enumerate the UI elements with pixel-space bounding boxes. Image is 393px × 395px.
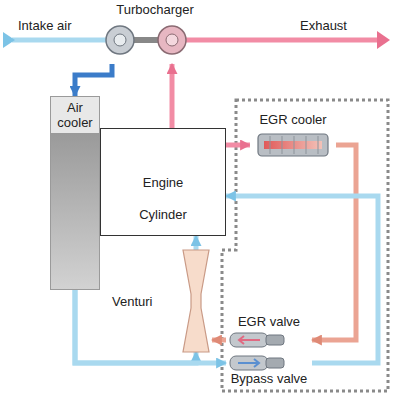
air-cooler: Air cooler: [50, 96, 100, 290]
bypass-valve-illustration: [226, 355, 312, 371]
intake-arrow: [3, 32, 15, 48]
node-label: EGR cooler: [250, 112, 336, 127]
egr-cooler: EGR cooler: [250, 112, 336, 162]
flow-connector: [226, 143, 250, 148]
egr-valve-illustration: [226, 332, 312, 348]
flow-connector: [75, 290, 196, 363]
turbine-wheel: [166, 34, 178, 46]
flow-direction-arrow: [239, 336, 260, 344]
valve-actuator: [266, 335, 284, 345]
egr-cooler-illustration: [250, 132, 336, 158]
cooler-fin: [270, 136, 271, 154]
cooler-fin: [318, 136, 319, 154]
cooler-core: [264, 141, 322, 149]
exhaust-label: Exhaust: [300, 18, 347, 33]
compressor-housing: [106, 26, 134, 54]
cooler-fin: [306, 136, 307, 154]
node-label: Engine: [101, 175, 225, 190]
valve-actuator: [266, 358, 284, 368]
egr-system-boundary: [222, 100, 388, 391]
flow-connector: [194, 236, 199, 250]
cooler-fin: [282, 136, 283, 154]
engine-block: EngineCylinder: [100, 128, 226, 236]
node-label: Turbocharger: [95, 2, 215, 17]
valve-body: [230, 356, 268, 370]
turbocharger: Turbocharger: [95, 2, 215, 64]
flow-direction-arrow: [238, 359, 259, 367]
valve-body: [230, 333, 268, 347]
compressor-wheel: [114, 34, 126, 46]
node-label: Cylinder: [101, 207, 225, 222]
intake-label: Intake air: [18, 18, 71, 33]
venturi: Venturi: [112, 250, 212, 352]
flow-connector: [75, 64, 112, 96]
turbine-housing: [158, 26, 186, 54]
flow-connector: [170, 64, 175, 128]
node-label: Venturi: [112, 294, 152, 309]
flow-connector: [212, 338, 226, 343]
turbo-shaft: [133, 37, 161, 43]
flow-connector: [312, 145, 356, 340]
egr-valve: EGR valve: [226, 314, 312, 350]
cooler-shell: [258, 134, 328, 156]
node-label: Bypass valve: [226, 371, 312, 386]
bypass-valve: Bypass valve: [226, 354, 312, 388]
exhaust-arrow: [377, 31, 390, 49]
flow-connector: [226, 196, 378, 363]
node-label: EGR valve: [226, 314, 312, 329]
node-label: Air cooler: [51, 100, 99, 130]
intake-pipe: [12, 38, 116, 43]
venturi-illustration: [180, 250, 212, 352]
exhaust-pipe: [184, 38, 380, 43]
venturi-tube: [183, 250, 209, 352]
cooler-fin: [294, 136, 295, 154]
turbocharger-illustration: [95, 18, 215, 64]
